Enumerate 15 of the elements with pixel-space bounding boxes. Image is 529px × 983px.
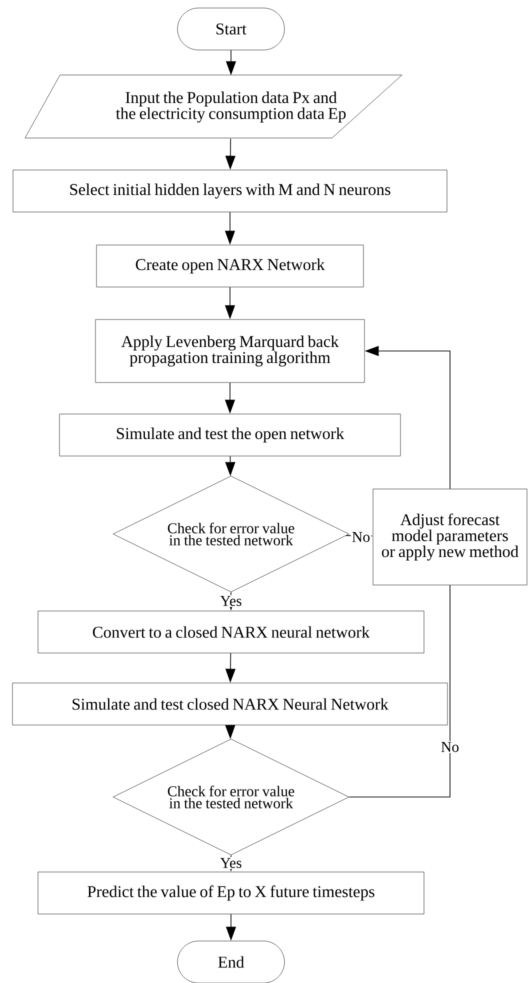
edge-label: No	[440, 741, 460, 753]
process-box: Apply Levenberg Marquard back propagation training algorithm	[95, 319, 365, 383]
process-box: Adjust forecast model parameters or apply new method	[372, 488, 528, 586]
input-parallelogram: Input the Population data Px and the electricity consumption data Ep	[24, 74, 402, 138]
process-box: Convert to a closed NARX neural network	[38, 610, 424, 654]
edge-label: No	[350, 531, 372, 543]
terminal-box: Start	[177, 8, 285, 50]
edge-label: Yes	[219, 595, 243, 607]
process-box: Simulate and test the open network	[59, 414, 401, 456]
process-box: Predict the value of Ep to X future timesteps	[38, 872, 424, 914]
terminal-box: End	[177, 940, 285, 983]
process-box: Simulate and test closed NARX Neural Network	[12, 682, 448, 726]
process-box: Create open NARX Network	[96, 244, 364, 288]
process-box: Select initial hidden layers with M and N neurons	[12, 170, 448, 212]
edge-label: Yes	[219, 857, 243, 869]
